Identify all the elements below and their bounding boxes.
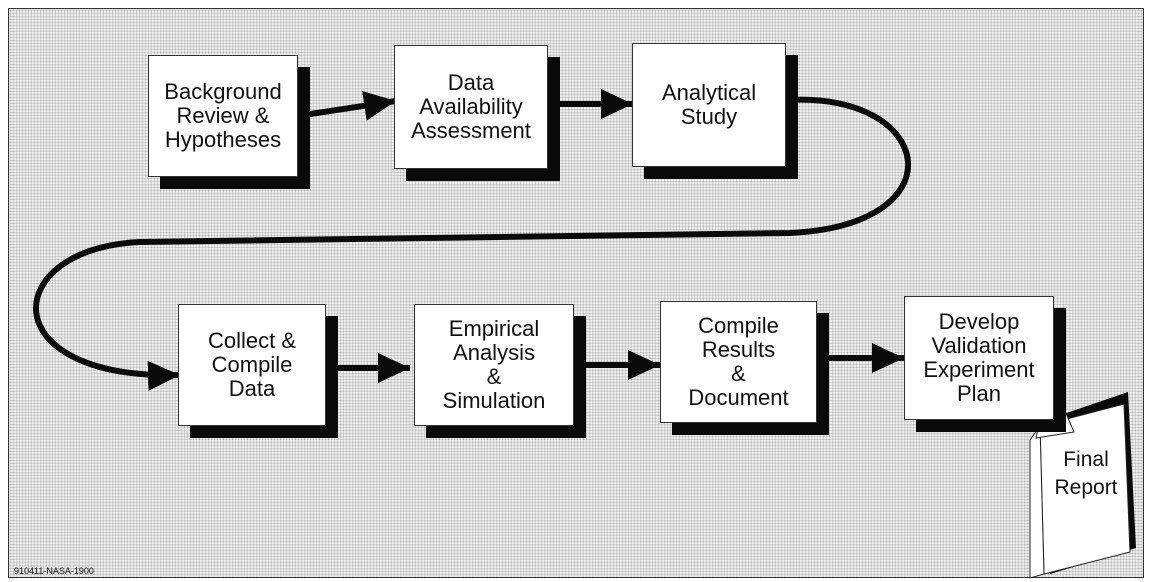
figure-id: 910411-NASA-1900 <box>14 566 94 576</box>
final-report-label: Final Report <box>1054 448 1118 499</box>
step-data-availability: Data Availability Assessment <box>394 45 548 169</box>
step-compile-results: Compile Results & Document <box>660 301 817 423</box>
connector-analytical-to-collect <box>33 96 911 391</box>
step-background-review: Background Review & Hypotheses <box>148 55 298 177</box>
step-validation-plan: Develop Validation Experiment Plan <box>904 296 1054 420</box>
arrow-background-to-availability <box>296 90 397 121</box>
final-report-icon <box>1029 374 1136 579</box>
step-collect-compile: Collect & Compile Data <box>178 304 326 426</box>
step-empirical-analysis: Empirical Analysis & Simulation <box>414 304 574 426</box>
step-analytical-study: Analytical Study <box>632 43 786 167</box>
